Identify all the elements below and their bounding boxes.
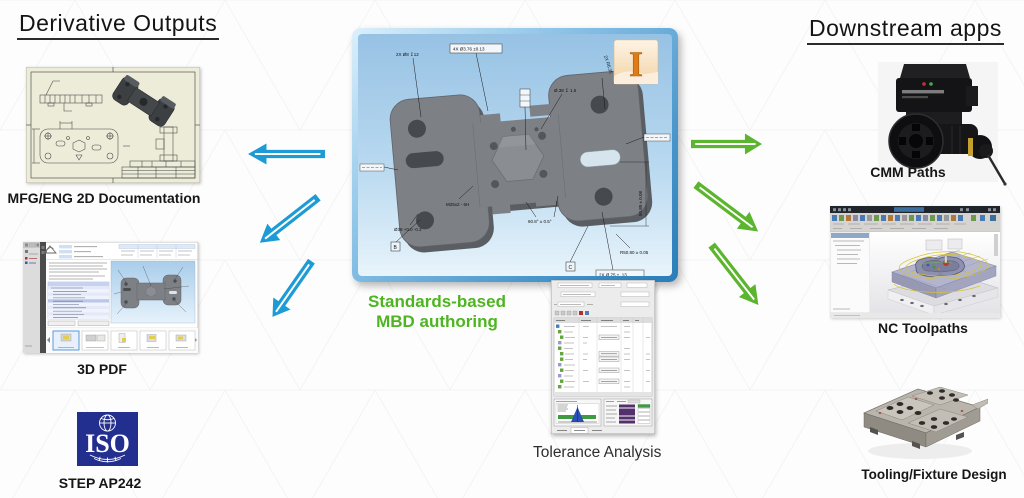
gdt-annotation: 60.8° ± 0.5° (528, 219, 552, 224)
arrow-mbd-to-3d-pdf (252, 188, 325, 252)
gdt-annotation: 4X Ø3.76 ±0.13 (453, 47, 485, 52)
mbd-cad-image: 2X Ø8 ↧12 4X Ø3.76 ±0.13 Ø.38 ↧ 1.5 2X R… (358, 34, 672, 276)
gdt-annotation: Ø38 +0.0 -0.2 (394, 227, 422, 232)
datum-label: B (394, 245, 398, 251)
caption-mfg-2d-documentation: MFG/ENG 2D Documentation (7, 190, 201, 206)
mbd-cad-image-frame: 2X Ø8 ↧12 4X Ø3.76 ±0.13 Ø.38 ↧ 1.5 2X R… (352, 28, 678, 282)
gdt-annotation: R50.80 ± 0.05 (620, 250, 649, 255)
center-caption: Standards-based MBD authoring (355, 292, 519, 332)
tolerance-analysis-dialog-image (550, 279, 656, 435)
caption-step-ap242: STEP AP242 (58, 475, 142, 491)
gdt-annotation: 2X Ø8 ↧12 (396, 52, 419, 57)
arrow-mbd-to-tooling (702, 238, 768, 313)
caption-3d-pdf: 3D PDF (77, 361, 127, 377)
tooling-fixture-image (856, 383, 989, 463)
gdt-annotation: Ø.38 ↧ 1.5 (554, 88, 577, 93)
iso-text: ISO (85, 429, 130, 458)
datum-label: C (569, 265, 573, 271)
center-caption-line1: Standards-based (368, 292, 506, 311)
heading-derivative-outputs: Derivative Outputs (17, 10, 220, 40)
gdt-annotation: 2X R6.35 (603, 55, 614, 75)
cmm-probe-image (868, 62, 1008, 188)
arrow-mbd-to-step (263, 254, 322, 323)
iso-logo: ISO (77, 412, 138, 466)
arrow-mbd-to-nc (689, 175, 766, 241)
inventor-logo-icon: I (613, 39, 659, 85)
caption-cmm-paths: CMM Paths (870, 164, 946, 180)
arrow-mbd-to-2d-doc (248, 142, 325, 166)
center-caption-line2: MBD authoring (376, 312, 498, 331)
pdf-3d-viewer-image (22, 241, 199, 354)
nc-toolpaths-image (829, 205, 1001, 319)
mfg-2d-drawing-image (25, 66, 201, 184)
gdt-annotation: M25x2 - 6H (446, 202, 469, 207)
arrow-mbd-to-cmm (691, 132, 762, 156)
svg-text:I: I (629, 44, 643, 84)
gdt-annotation: 2X Ø.75 ± .13 (599, 273, 627, 277)
gdt-annotation: 50.80 ± 0.08 (638, 191, 643, 216)
caption-tooling-fixture-design: Tooling/Fixture Design (861, 467, 1007, 482)
caption-nc-toolpaths: NC Toolpaths (878, 320, 968, 336)
caption-tolerance-analysis: Tolerance Analysis (533, 444, 662, 461)
heading-downstream-apps: Downstream apps (807, 15, 1004, 45)
